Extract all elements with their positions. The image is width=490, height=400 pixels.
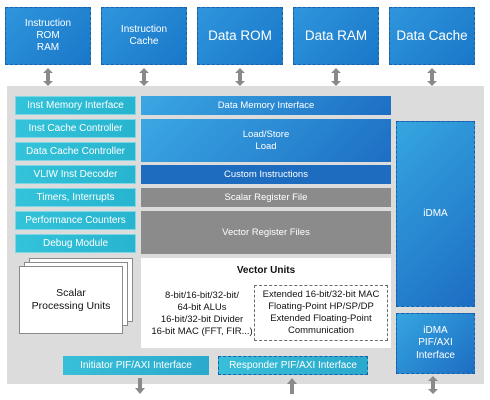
data-ram-block: Data RAM bbox=[293, 7, 379, 65]
vector-register-files: Vector Register Files bbox=[141, 211, 391, 254]
arrow-data-cache bbox=[427, 68, 437, 86]
arrow-instruction-rom bbox=[43, 68, 53, 86]
scalar-register-file: Scalar Register File bbox=[141, 188, 391, 207]
data-rom-block: Data ROM bbox=[197, 7, 283, 65]
timers-interrupts: Timers, Interrupts bbox=[15, 188, 136, 207]
inst-cache-controller: Inst Cache Controller bbox=[15, 119, 136, 138]
data-ram-label: Data RAM bbox=[304, 27, 368, 43]
top-arrows bbox=[43, 68, 437, 86]
arrow-responder-up bbox=[287, 378, 297, 394]
arrow-initiator-down bbox=[135, 378, 145, 394]
data-cache-label: Data Cache bbox=[396, 27, 468, 43]
vector-units-alu-list: 8-bit/16-bit/32-bit/ 64-bit ALUs 16-bit/… bbox=[151, 290, 253, 337]
scalar-processing-units: Scalar Processing Units bbox=[19, 266, 123, 334]
inst-memory-interface: Inst Memory Interface bbox=[15, 96, 136, 115]
responder-pif-label: Responder PIF/AXI Interface bbox=[229, 360, 357, 371]
idma-label: iDMA bbox=[423, 207, 448, 219]
custom-instructions: Custom Instructions bbox=[141, 165, 391, 184]
inst-cache-controller-label: Inst Cache Controller bbox=[28, 123, 123, 134]
responder-pif-axi-interface: Responder PIF/AXI Interface bbox=[218, 356, 368, 375]
inst-memory-interface-label: Inst Memory Interface bbox=[27, 100, 124, 111]
arrow-instruction-cache bbox=[139, 68, 149, 86]
data-rom-label: Data ROM bbox=[208, 27, 272, 43]
instruction-cache-block: Instruction Cache bbox=[101, 7, 187, 65]
custom-instructions-label: Custom Instructions bbox=[224, 169, 308, 180]
instruction-rom-ram-label: Instruction ROM RAM bbox=[24, 18, 72, 53]
scalar-processing-label: Scalar Processing Units bbox=[31, 286, 111, 312]
timers-interrupts-label: Timers, Interrupts bbox=[36, 192, 115, 203]
initiator-pif-label: Initiator PIF/AXI Interface bbox=[80, 360, 192, 371]
vector-units-title: Vector Units bbox=[236, 265, 296, 276]
data-cache-controller: Data Cache Controller bbox=[15, 142, 136, 161]
vector-units-extended-label: Extended 16-bit/32-bit MAC Floating-Poin… bbox=[262, 289, 380, 336]
arrow-data-rom bbox=[235, 68, 245, 86]
instruction-rom-ram-block: Instruction ROM RAM bbox=[5, 7, 91, 65]
load-store-unit: Load/Store Load bbox=[141, 119, 391, 162]
debug-module: Debug Module bbox=[15, 234, 136, 253]
data-cache-block: Data Cache bbox=[389, 7, 475, 65]
vliw-inst-decoder-label: VLIW Inst Decoder bbox=[33, 169, 118, 180]
debug-module-label: Debug Module bbox=[42, 238, 109, 249]
instruction-cache-label: Instruction Cache bbox=[120, 24, 168, 47]
vector-units-panel: Vector Units 8-bit/16-bit/32-bit/ 64-bit… bbox=[141, 258, 391, 348]
scalar-register-file-label: Scalar Register File bbox=[224, 192, 308, 203]
data-cache-controller-label: Data Cache Controller bbox=[26, 146, 125, 157]
idma-pif-axi-label: iDMA PIF/AXI Interface bbox=[416, 324, 455, 361]
vector-units-extended-box: Extended 16-bit/32-bit MAC Floating-Poin… bbox=[254, 285, 388, 341]
vliw-inst-decoder: VLIW Inst Decoder bbox=[15, 165, 136, 184]
data-memory-interface: Data Memory Interface bbox=[141, 96, 391, 115]
load-store-label: Load/Store Load bbox=[242, 128, 290, 152]
idma-pif-axi-interface: iDMA PIF/AXI Interface bbox=[396, 313, 475, 374]
performance-counters-label: Performance Counters bbox=[25, 215, 126, 226]
arrow-data-ram bbox=[331, 68, 341, 86]
data-memory-interface-label: Data Memory Interface bbox=[217, 100, 315, 111]
vector-register-files-label: Vector Register Files bbox=[222, 227, 310, 238]
performance-counters: Performance Counters bbox=[15, 211, 136, 230]
initiator-pif-axi-interface: Initiator PIF/AXI Interface bbox=[63, 356, 209, 375]
idma-block: iDMA bbox=[396, 121, 475, 307]
arrow-idma-bidirectional bbox=[428, 376, 438, 394]
